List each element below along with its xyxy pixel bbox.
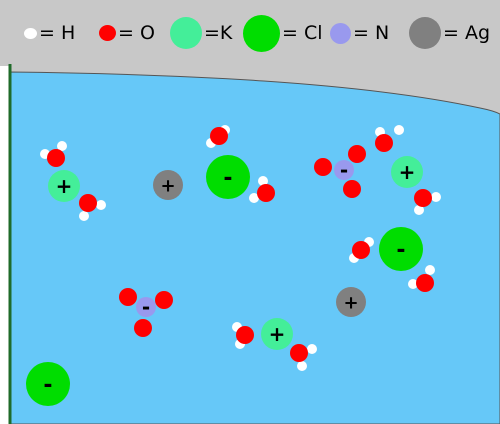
hydrogen-atom <box>307 344 317 354</box>
silver-ion <box>153 170 183 200</box>
oxygen-atom <box>134 319 152 337</box>
hydrogen-atom <box>258 176 268 186</box>
plus-charge-label: + <box>269 322 286 346</box>
chloride-ion <box>206 155 250 199</box>
oxygen-atom <box>119 288 137 306</box>
hydrogen-atom <box>249 193 259 203</box>
legend-item-hydrogen: = H <box>24 0 75 66</box>
minus-charge-label: - <box>340 158 348 182</box>
hydrogen-atom <box>297 361 307 371</box>
legend-bar: = H = O =K = Cl = N = Ag <box>0 0 500 66</box>
oxygen-atom <box>348 145 366 163</box>
plus-charge-label: + <box>56 174 73 198</box>
oxygen-atom-icon <box>99 25 116 41</box>
oxygen-atom <box>210 127 228 145</box>
particle-layer: - - + + + - - - + + <box>26 125 441 406</box>
legend-label-silver: = Ag <box>443 22 491 44</box>
oxygen-atom <box>257 184 275 202</box>
chloride-ion <box>379 227 423 271</box>
hydrogen-atom <box>408 279 418 289</box>
nitrogen-atom <box>136 297 156 317</box>
hydrogen-atom <box>414 205 424 215</box>
oxygen-atom <box>47 149 65 167</box>
nitrogen-atom-icon <box>330 22 351 44</box>
oxygen-atom <box>352 241 370 259</box>
hydrogen-atom <box>96 200 106 210</box>
legend-label-nitrogen: = N <box>353 22 390 44</box>
oxygen-atom <box>236 326 254 344</box>
oxygen-atom <box>416 274 434 292</box>
hydrogen-atom <box>394 125 404 135</box>
oxygen-atom <box>79 194 97 212</box>
oxygen-atom <box>290 344 308 362</box>
oxygen-atom <box>375 134 393 152</box>
legend-item-silver: = Ag <box>409 0 490 66</box>
legend-label-chlorine: = Cl <box>282 22 323 44</box>
plus-charge-label: + <box>399 160 416 184</box>
oxygen-atom <box>155 291 173 309</box>
legend-item-nitrogen: = N <box>330 0 389 66</box>
plus-charge-label: + <box>343 292 358 313</box>
minus-charge-label: - <box>223 166 232 191</box>
potassium-ion <box>48 170 80 202</box>
oxygen-atom <box>414 189 432 207</box>
hydrogen-atom-icon <box>24 27 37 39</box>
minus-charge-label: - <box>396 238 405 263</box>
chloride-ion <box>26 362 70 406</box>
legend-item-oxygen: = O <box>99 0 155 66</box>
minus-charge-label: - <box>142 295 150 319</box>
hydrogen-atom <box>57 141 67 151</box>
solution-water <box>9 71 500 424</box>
silver-ion <box>336 287 366 317</box>
legend-label-oxygen: = O <box>118 22 155 44</box>
chlorine-atom-icon <box>243 14 280 52</box>
silver-atom-icon <box>409 17 441 49</box>
potassium-ion <box>391 156 423 188</box>
hydrogen-atom <box>425 265 435 275</box>
oxygen-atom <box>314 158 332 176</box>
legend-item-potassium: =K <box>170 0 232 66</box>
potassium-ion <box>261 318 293 350</box>
legend-item-chlorine: = Cl <box>243 0 323 66</box>
minus-charge-label: - <box>43 373 52 398</box>
plus-charge-label: + <box>160 175 175 196</box>
potassium-atom-icon <box>170 17 202 49</box>
hydrogen-atom <box>431 192 441 202</box>
hydrogen-atom <box>79 211 89 221</box>
legend-label-hydrogen: = H <box>39 22 76 44</box>
nitrogen-atom <box>334 160 354 180</box>
legend-label-potassium: =K <box>204 22 233 44</box>
oxygen-atom <box>343 180 361 198</box>
